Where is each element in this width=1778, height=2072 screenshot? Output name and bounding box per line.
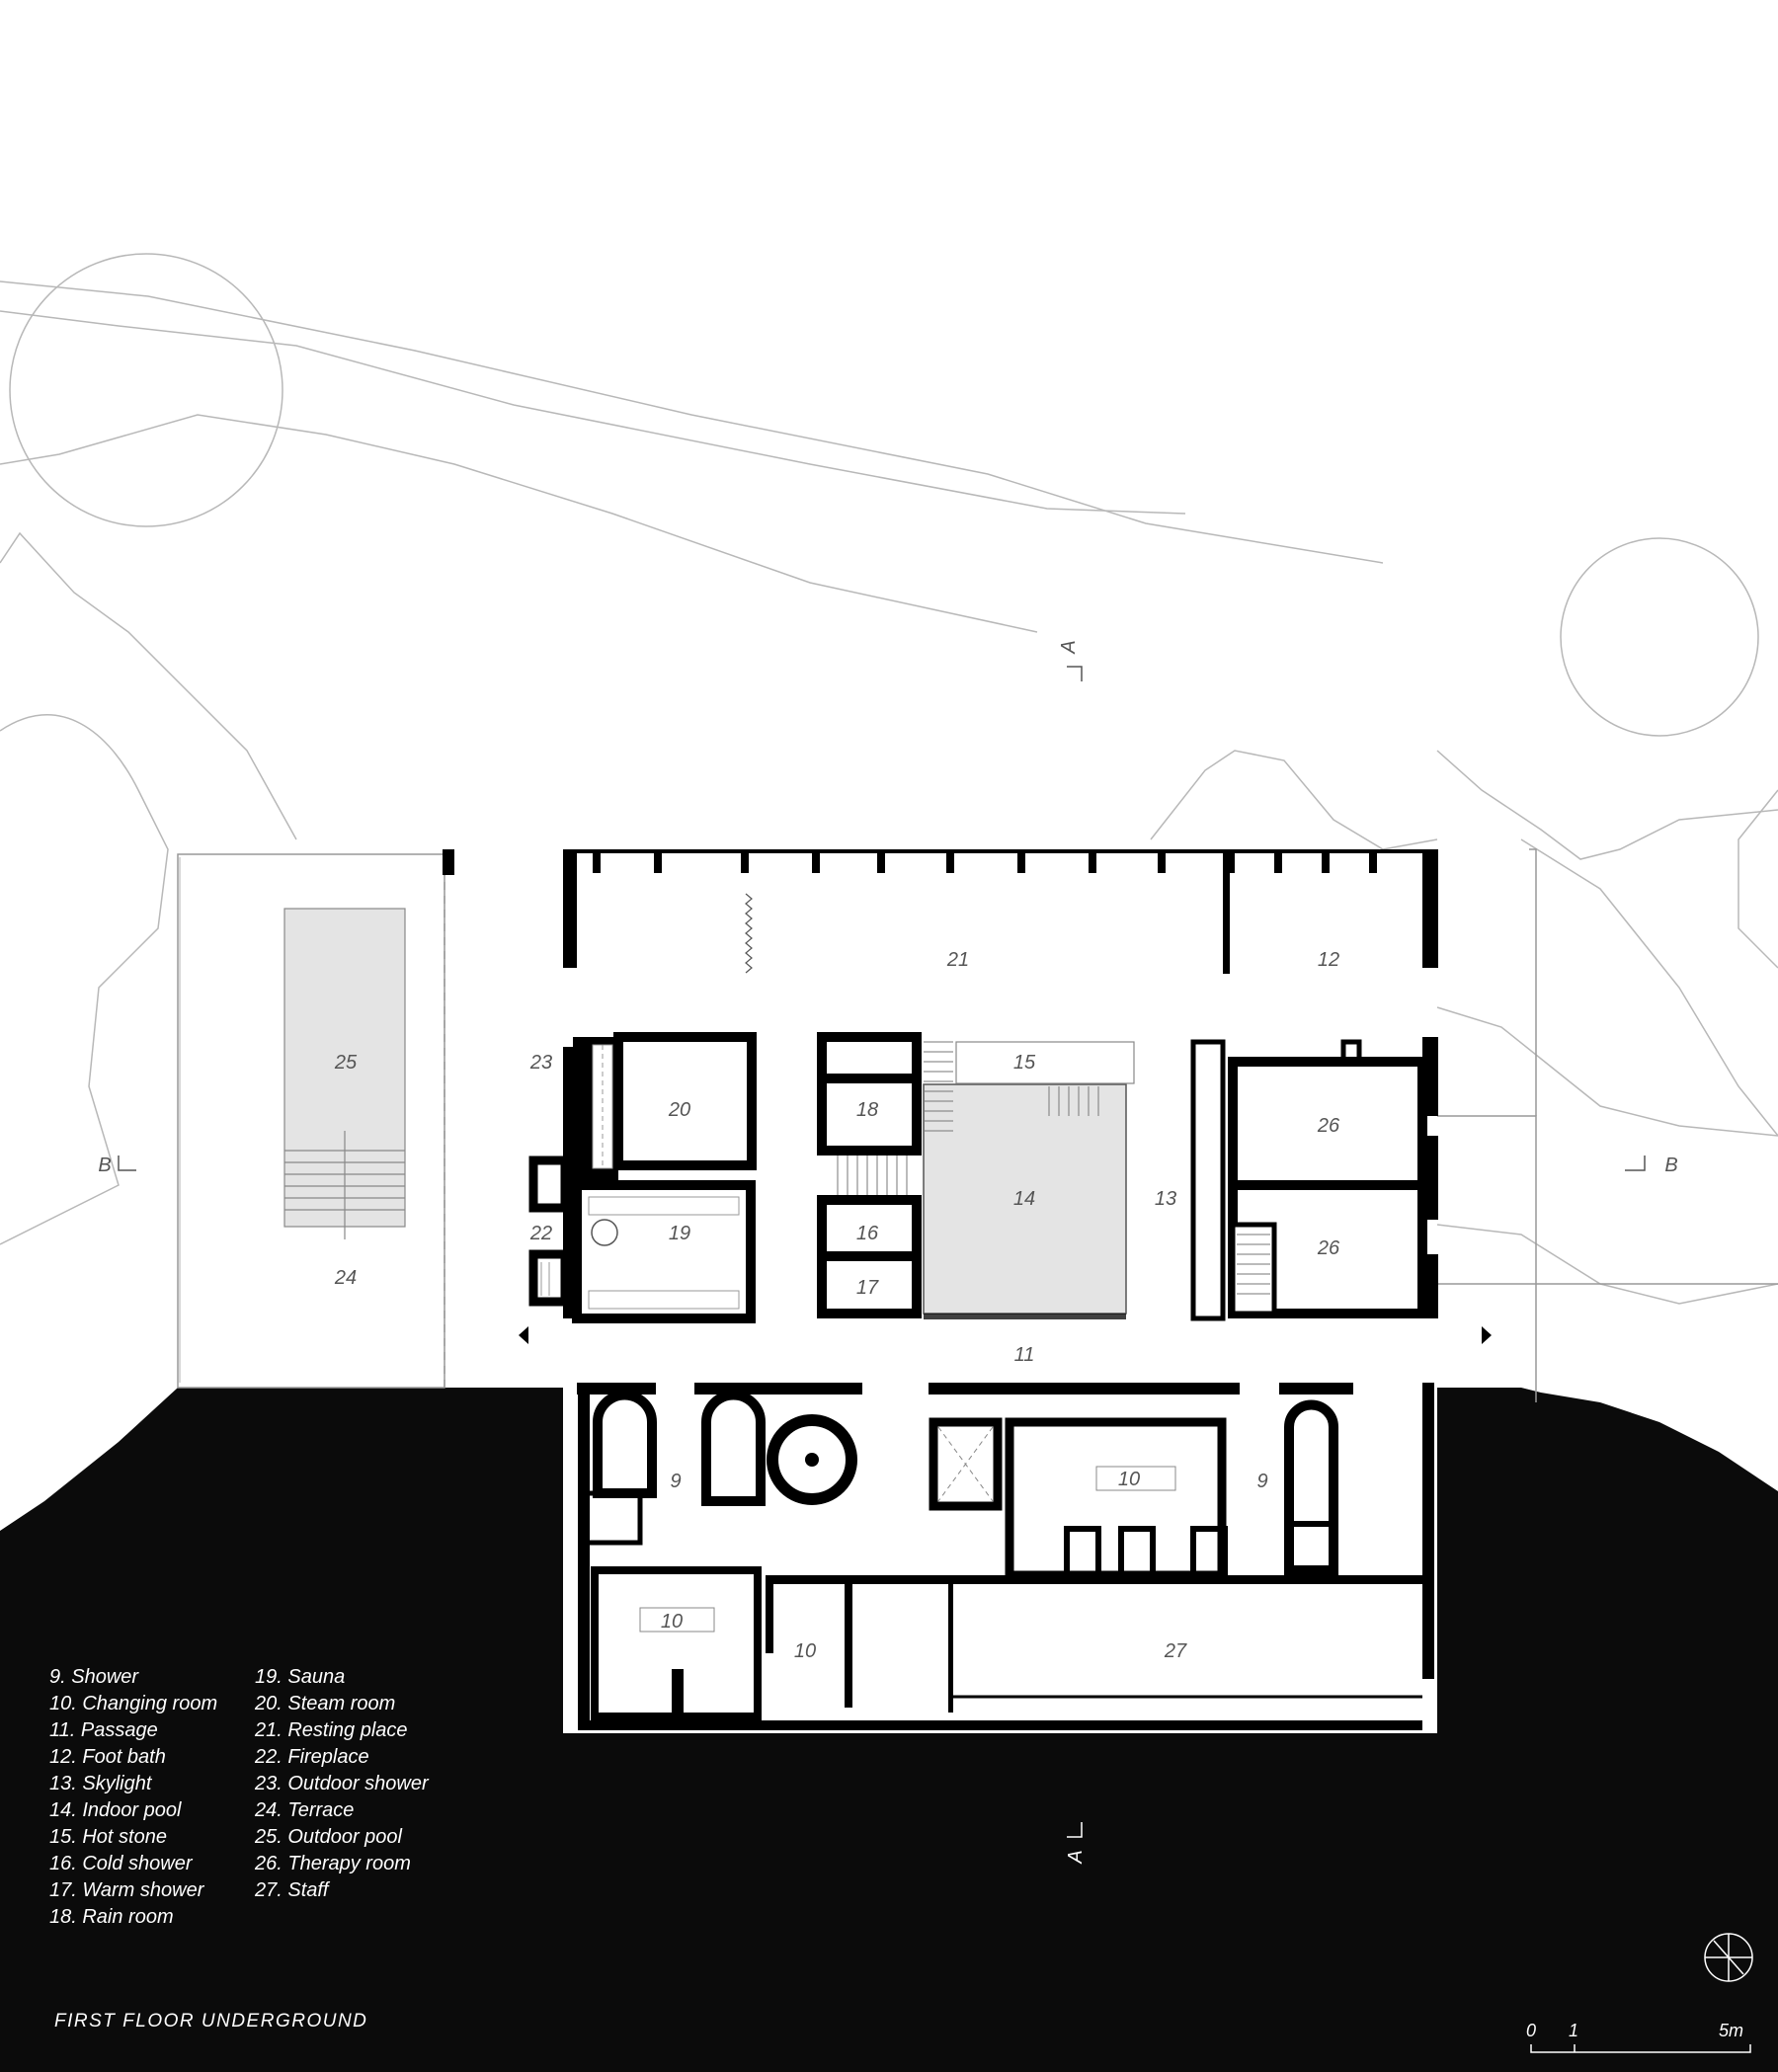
- room-10c-label: 10: [794, 1640, 816, 1662]
- legend-item: 12. Foot bath: [49, 1746, 166, 1768]
- north-arrow-icon: [1704, 1933, 1753, 1982]
- legend-item: 18. Rain room: [49, 1906, 174, 1928]
- room-10b-label: 10: [661, 1611, 683, 1633]
- room-25-label: 25: [334, 1052, 358, 1074]
- legend-item: 13. Skylight: [49, 1773, 152, 1794]
- legend-item: 10. Changing room: [49, 1693, 218, 1714]
- room-20-label: 20: [668, 1099, 690, 1121]
- drawing-title: FIRST FLOOR UNDERGROUND: [54, 2011, 368, 2032]
- room-26a-label: 26: [1317, 1115, 1340, 1137]
- room-16-label: 16: [856, 1223, 879, 1244]
- room-15-label: 15: [1013, 1052, 1036, 1074]
- legend-item: 17. Warm shower: [49, 1879, 204, 1901]
- room-27-label: 27: [1164, 1640, 1187, 1662]
- indoor-pool: [923, 1083, 1127, 1315]
- room-21-label: 21: [946, 949, 969, 971]
- legend-item: 15. Hot stone: [49, 1826, 167, 1848]
- legend-column-1: 9. Shower 10. Changing room 11. Passage …: [49, 1664, 217, 1931]
- section-letter-a-top: A: [1058, 640, 1080, 654]
- room-17-label: 17: [856, 1277, 879, 1299]
- room-19-label: 19: [669, 1223, 690, 1244]
- section-marker-a-top: A: [1058, 640, 1083, 681]
- legend-item: 11. Passage: [49, 1719, 158, 1741]
- room-26b-label: 26: [1317, 1237, 1340, 1259]
- room-13-label: 13: [1155, 1188, 1176, 1210]
- legend-item: 14. Indoor pool: [49, 1799, 182, 1821]
- terrace-outline: [177, 853, 445, 1389]
- section-marker-b-left: B: [98, 1155, 136, 1176]
- section-marker-b-right: B: [1625, 1155, 1678, 1176]
- room-legend: 9. Shower 10. Changing room 11. Passage …: [49, 1664, 484, 1951]
- main-building: [443, 849, 1492, 1395]
- adjacent-outline: [1437, 848, 1778, 1402]
- legend-item: 23. Outdoor shower: [255, 1773, 429, 1794]
- room-labels: 21 12 23 20 18 15 26 14 13 22 19 16 17 2…: [334, 949, 1340, 1662]
- legend-item: 24. Terrace: [255, 1799, 355, 1821]
- room-9b-label: 9: [1256, 1471, 1267, 1492]
- legend-item: 19. Sauna: [255, 1666, 346, 1688]
- section-marker-a-bottom: A: [1065, 1822, 1087, 1865]
- room-24-label: 24: [334, 1267, 357, 1289]
- legend-item: 16. Cold shower: [49, 1853, 193, 1874]
- cut-ground: [0, 1388, 1778, 2072]
- section-letter-b-left: B: [98, 1155, 111, 1176]
- room-14-label: 14: [1013, 1188, 1035, 1210]
- legend-item: 25. Outdoor pool: [255, 1826, 402, 1848]
- legend-item: 22. Fireplace: [255, 1746, 369, 1768]
- section-letter-b-right: B: [1664, 1155, 1677, 1176]
- room-22-label: 22: [529, 1223, 552, 1244]
- site-contours: [0, 253, 1778, 1305]
- legend-item: 9. Shower: [49, 1666, 139, 1688]
- room-11-label: 11: [1014, 1344, 1035, 1366]
- room-9a-label: 9: [670, 1471, 681, 1492]
- lower-rooms: [578, 1383, 1434, 1730]
- room-23-label: 23: [529, 1052, 552, 1074]
- scale-bar: 0 1 5m: [1526, 2021, 1751, 2053]
- scale-one: 1: [1569, 2021, 1578, 2040]
- legend-item: 20. Steam room: [255, 1693, 396, 1714]
- scale-five: 5m: [1719, 2021, 1743, 2040]
- legend-item: 27. Staff: [255, 1879, 329, 1901]
- room-10a-label: 10: [1118, 1469, 1140, 1490]
- legend-item: 21. Resting place: [255, 1719, 408, 1741]
- section-letter-a-bottom: A: [1065, 1850, 1087, 1864]
- legend-item: 26. Therapy room: [255, 1853, 411, 1874]
- pool-steps: [284, 1131, 405, 1239]
- room-18-label: 18: [856, 1099, 878, 1121]
- room-12-label: 12: [1318, 949, 1339, 971]
- legend-column-2: 19. Sauna 20. Steam room 21. Resting pla…: [255, 1664, 429, 1904]
- scale-zero: 0: [1526, 2021, 1536, 2040]
